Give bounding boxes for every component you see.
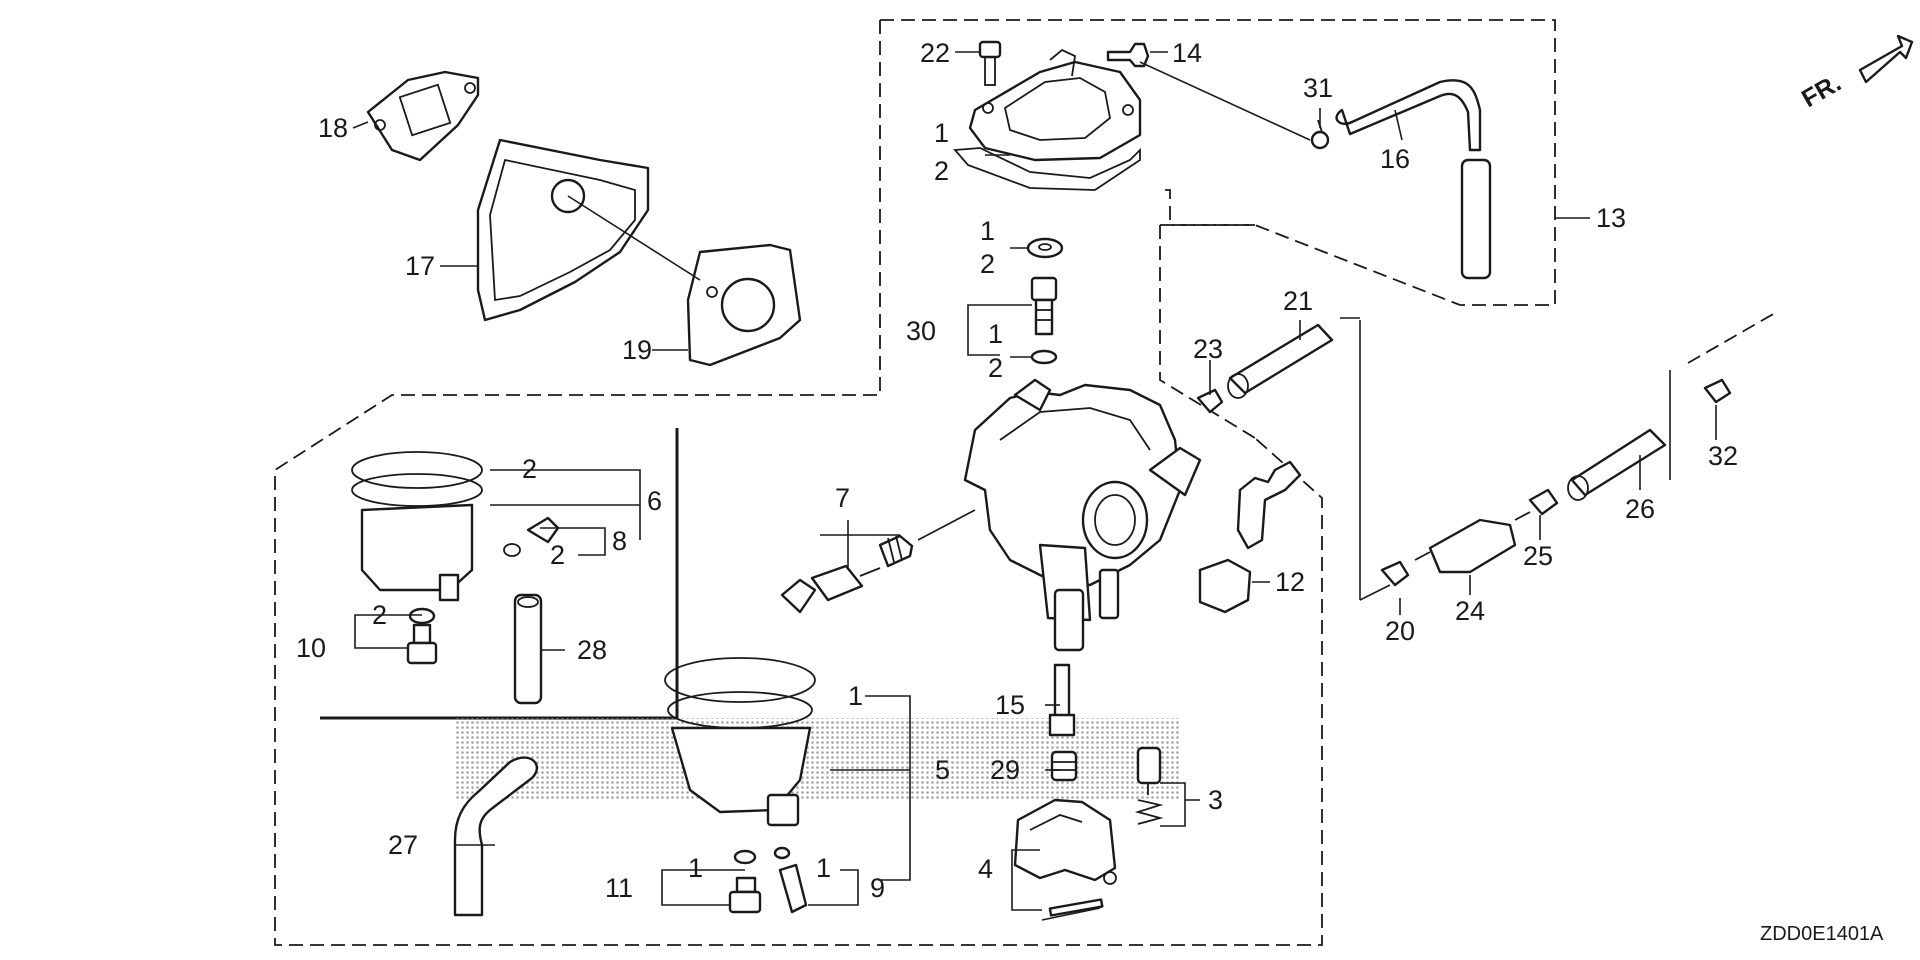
pilot-screw-7 <box>780 509 976 614</box>
drawing-code: ZDD0E1401A <box>1760 923 1884 945</box>
callout-27: 27 <box>388 830 418 860</box>
callout-29: 29 <box>990 755 1020 785</box>
clip-32 <box>1703 378 1732 404</box>
float-4 <box>1013 798 1117 921</box>
callout-22: 22 <box>920 38 950 68</box>
callout-11: 11 <box>605 873 633 903</box>
mid-dash-connector-b <box>1359 584 1391 601</box>
float-chamber-6 <box>351 451 483 602</box>
callout-30: 30 <box>906 316 936 346</box>
callout-31: 31 <box>1303 73 1333 103</box>
callout-25: 25 <box>1523 541 1553 571</box>
callout-5: 5 <box>935 755 950 785</box>
callout-23: 23 <box>1193 334 1223 364</box>
nozzle-29 <box>1050 750 1078 782</box>
callout-1-bolt11: 1 <box>688 853 703 883</box>
fuel-line-group-outline <box>1159 224 1256 439</box>
callout-17: 17 <box>405 251 435 281</box>
callout-8: 8 <box>612 526 627 556</box>
callout-26: 26 <box>1625 494 1655 524</box>
tube-27 <box>453 756 539 917</box>
fr-arrow-icon <box>1858 34 1914 84</box>
float-chamber-cover <box>968 48 1142 162</box>
drain-bolt-10 <box>406 607 438 665</box>
callout-15: 15 <box>995 690 1025 720</box>
washer-30 <box>1030 349 1058 365</box>
callout-6: 6 <box>647 486 662 516</box>
hose-16 <box>1335 79 1492 280</box>
top-group-outline <box>880 19 1556 306</box>
callout-21: 21 <box>1283 286 1313 316</box>
clip-25 <box>1528 488 1559 516</box>
clip-20 <box>1380 560 1410 587</box>
callout-1-screw9: 1 <box>816 853 831 883</box>
watermark-logo <box>455 718 1180 800</box>
jet-30 <box>1030 276 1058 336</box>
screw-22 <box>978 40 1002 86</box>
callout-12: 12 <box>1275 567 1305 597</box>
callout-7: 7 <box>835 483 850 513</box>
fuel-filter-24 <box>1414 511 1531 574</box>
callout-13: 13 <box>1596 203 1626 233</box>
tube-28 <box>513 593 543 705</box>
callout-labels: 18 17 19 22 14 31 16 13 1 2 1 2 30 1 2 2… <box>296 38 1738 903</box>
callout-24: 24 <box>1455 596 1485 626</box>
washer-top <box>1026 237 1064 259</box>
gasket-18 <box>366 70 480 162</box>
callout-1-jet: 1 <box>988 319 1003 349</box>
callout-16: 16 <box>1380 144 1410 174</box>
right-dash-line <box>1687 312 1776 364</box>
callout-4: 4 <box>978 854 993 884</box>
leader-lines <box>352 51 1717 911</box>
callout-1-cover: 1 <box>934 118 949 148</box>
callout-2-drain: 2 <box>550 540 565 570</box>
callout-2-bolt: 2 <box>372 600 387 630</box>
callout-1-washer: 1 <box>980 216 995 246</box>
callout-18: 18 <box>318 113 348 143</box>
callout-2-jet: 2 <box>988 353 1003 383</box>
main-jet-15 <box>1048 663 1076 737</box>
callout-20: 20 <box>1385 616 1415 646</box>
drain-screw-9 <box>773 846 808 914</box>
callout-2-cover: 2 <box>934 156 949 186</box>
callout-14: 14 <box>1172 38 1202 68</box>
callout-28: 28 <box>577 635 607 665</box>
callout-2-washer: 2 <box>980 249 995 279</box>
hose-26 <box>1567 428 1667 501</box>
float-chamber-5 <box>664 657 816 827</box>
callout-2-chamber: 2 <box>522 454 537 484</box>
callout-19: 19 <box>622 335 652 365</box>
fr-label: FR. <box>1797 69 1846 113</box>
screw-14 <box>1106 42 1150 68</box>
drain-bolt-11 <box>728 849 762 914</box>
callout-1-chamber5: 1 <box>848 681 863 711</box>
top-group-outline-left <box>274 20 1323 946</box>
callout-9: 9 <box>870 873 885 903</box>
front-direction-marker: FR. <box>1797 34 1914 113</box>
choke-lever-12 <box>1198 460 1302 614</box>
callout-10: 10 <box>296 633 326 663</box>
callout-32: 32 <box>1708 441 1738 471</box>
float-valve-3 <box>1134 746 1164 825</box>
callout-3: 3 <box>1208 785 1223 815</box>
carburetor-body <box>963 378 1202 652</box>
gasket-19 <box>686 243 802 367</box>
cover-gasket <box>953 147 1141 191</box>
hose-21 <box>1227 323 1334 399</box>
